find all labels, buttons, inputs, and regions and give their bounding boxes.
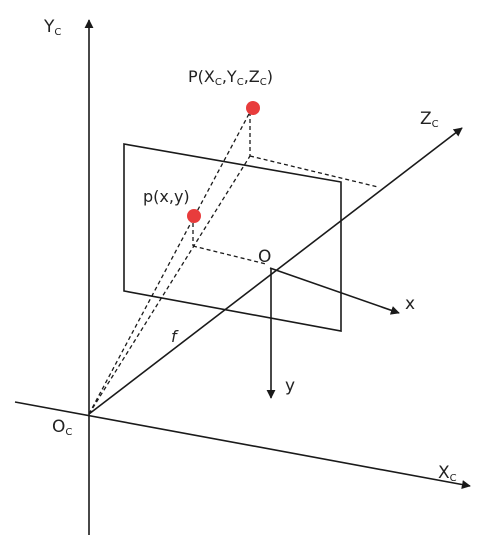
label-zc: ZC — [420, 109, 439, 130]
label-image-x: x — [405, 294, 415, 314]
image-point-p — [187, 209, 201, 223]
P-to-zc-axis — [249, 155, 379, 188]
label-point-p: p(x,y) — [143, 187, 190, 206]
ray-oc-to-P-vertical — [88, 155, 251, 415]
label-focal: f — [171, 327, 179, 346]
label-image-y: y — [285, 376, 295, 396]
world-point-P — [246, 101, 260, 115]
label-origin-o: O — [258, 247, 271, 267]
image-x-axis — [269, 267, 400, 315]
label-xc: XC — [438, 463, 457, 484]
image-plane — [123, 143, 342, 332]
p-to-origin — [192, 245, 267, 265]
ray-oc-to-P — [88, 111, 251, 415]
label-point-P: P(XC,YC,ZC) — [188, 67, 273, 88]
xc-axis — [14, 401, 471, 489]
label-yc: YC — [43, 17, 61, 38]
zc-axis — [88, 127, 463, 415]
label-oc: OC — [52, 417, 72, 438]
